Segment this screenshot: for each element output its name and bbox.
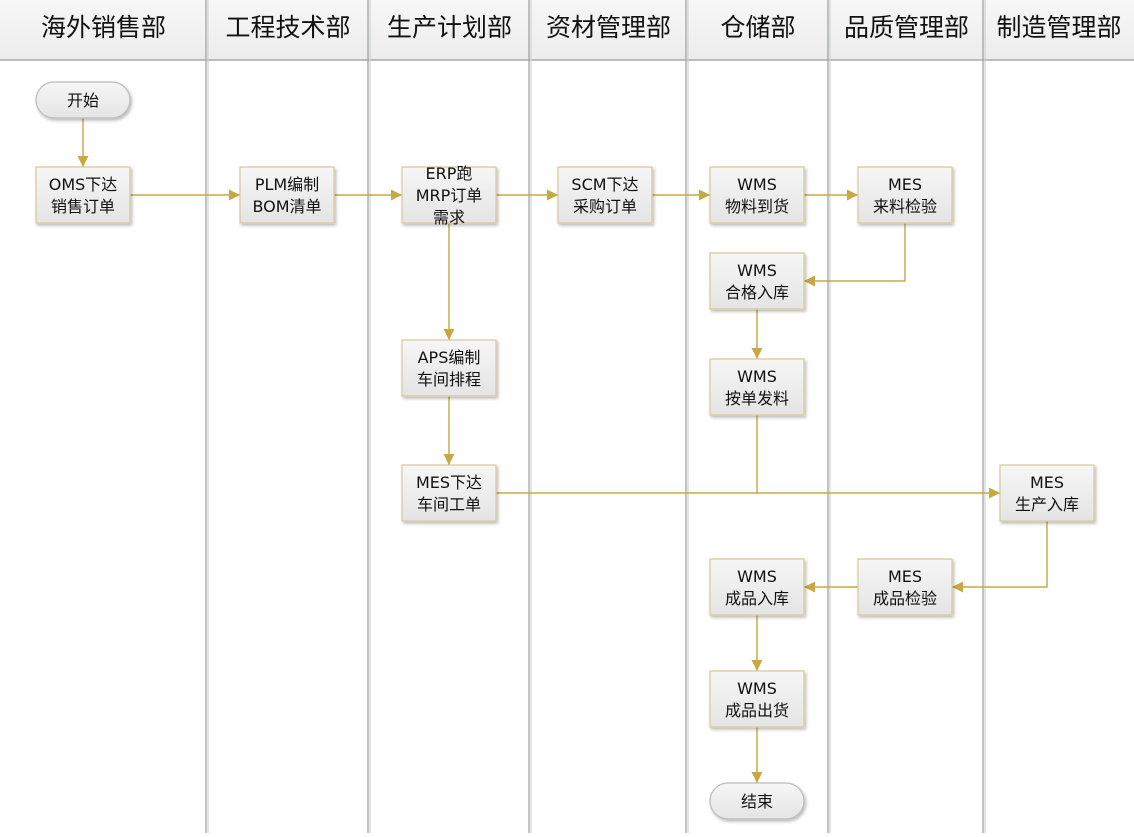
process-box-wms_fg_in xyxy=(709,558,805,616)
node-wms_issue: WMS 按单发料 xyxy=(709,358,805,416)
node-label-wms_issue-line-1: WMS xyxy=(737,367,777,386)
arrowhead-mes_fqc-to-wms_fg_in xyxy=(804,581,815,593)
connector-mes_iqc-to-wms_stockin xyxy=(804,223,906,282)
node-label-wms_issue-line-2: 按单发料 xyxy=(725,389,789,408)
node-mes_iqc: MES 来料检验 xyxy=(857,166,953,224)
arrowhead-scm-to-wms_arrive xyxy=(699,189,710,201)
arrowhead-mes_wo-to-mes_prod xyxy=(989,487,1000,499)
node-wms_ship: WMS 成品出货 xyxy=(709,670,805,728)
arrowhead-start-to-oms xyxy=(77,156,89,167)
arrowhead-erp-to-aps xyxy=(443,329,455,340)
process-box-mes_fqc xyxy=(857,558,953,616)
terminal-shape-start xyxy=(35,81,131,119)
node-label-wms_arrive-line-1: WMS xyxy=(737,175,777,194)
process-box-wms_arrive xyxy=(709,166,805,224)
lane-title-plan: 生产计划部 xyxy=(387,13,512,42)
node-mes_prod: MES 生产入库 xyxy=(999,464,1095,522)
process-box-plm xyxy=(239,166,335,224)
process-box-aps xyxy=(401,339,497,397)
lane-title-quality: 品质管理部 xyxy=(844,13,969,42)
node-label-oms-line-2: 销售订单 xyxy=(51,197,115,216)
node-wms_fg_in: WMS 成品入库 xyxy=(709,558,805,616)
node-label-wms_stockin-line-1: WMS xyxy=(737,261,777,280)
connectors-layer xyxy=(77,118,1048,783)
node-label-mes_iqc-line-2: 来料检验 xyxy=(873,197,937,216)
lane-title-material: 资材管理部 xyxy=(546,13,671,42)
process-box-erp xyxy=(401,166,497,224)
process-box-wms_issue xyxy=(709,358,805,416)
process-box-mes_iqc xyxy=(857,166,953,224)
terminal-shape-end xyxy=(709,782,805,820)
node-label-mes_iqc-line-1: MES xyxy=(888,175,922,194)
node-label-plm-line-2: BOM清单 xyxy=(252,197,321,216)
node-label-wms_stockin-line-2: 合格入库 xyxy=(725,283,789,302)
node-label-mes_fqc-line-1: MES xyxy=(888,567,922,586)
node-label-mes_wo-line-1: MES下达 xyxy=(416,473,482,492)
process-box-wms_stockin xyxy=(709,252,805,310)
node-label-mes_prod-line-1: MES xyxy=(1030,473,1064,492)
arrowhead-oms-to-plm xyxy=(229,189,240,201)
arrowhead-mes_prod-to-mes_fqc xyxy=(952,581,963,593)
node-label-mes_prod-line-2: 生产入库 xyxy=(1015,495,1079,514)
arrowhead-wms_stockin-to-wms_issue xyxy=(751,348,763,359)
node-label-wms_fg_in-line-1: WMS xyxy=(737,567,777,586)
node-wms_arrive: WMS 物料到货 xyxy=(709,166,805,224)
node-label-aps-line-2: 车间排程 xyxy=(417,370,481,389)
node-label-erp-line-1: ERP跑 xyxy=(426,164,473,183)
arrowhead-wms_arrive-to-mes_iqc xyxy=(847,189,858,201)
lane-title-warehouse: 仓储部 xyxy=(720,13,795,42)
node-label-plm-line-1: PLM编制 xyxy=(255,175,319,194)
node-wms_stockin: WMS 合格入库 xyxy=(709,252,805,310)
arrowhead-plm-to-erp xyxy=(391,189,402,201)
arrowhead-wms_fg_in-to-wms_ship xyxy=(751,660,763,671)
node-label-end-line-1: 结束 xyxy=(741,792,773,811)
process-box-wms_ship xyxy=(709,670,805,728)
arrowhead-aps-to-mes_wo xyxy=(443,454,455,465)
node-label-scm-line-1: SCM下达 xyxy=(571,175,638,194)
node-label-start-line-1: 开始 xyxy=(67,91,99,110)
arrowhead-mes_iqc-to-wms_stockin xyxy=(804,275,815,287)
node-label-erp-line-2: MRP订单 xyxy=(416,186,483,205)
node-label-oms-line-1: OMS下达 xyxy=(49,175,118,194)
node-label-wms_fg_in-line-2: 成品入库 xyxy=(725,589,789,608)
process-box-mes_prod xyxy=(999,464,1095,522)
node-label-wms_arrive-line-2: 物料到货 xyxy=(725,197,789,216)
node-label-wms_ship-line-1: WMS xyxy=(737,679,777,698)
process-box-mes_wo xyxy=(401,464,497,522)
node-start: 开始 xyxy=(35,81,131,119)
process-box-oms xyxy=(35,166,131,224)
lane-header-band xyxy=(0,0,1134,60)
arrowhead-erp-to-scm xyxy=(547,189,558,201)
node-end: 结束 xyxy=(709,782,805,820)
connector-mes_prod-to-mes_fqc xyxy=(952,521,1048,588)
arrowhead-wms_ship-to-end xyxy=(751,772,763,783)
lane-title-eng: 工程技术部 xyxy=(225,13,350,42)
lane-title-manufacturing: 制造管理部 xyxy=(996,13,1121,42)
node-plm: PLM编制 BOM清单 xyxy=(239,166,335,224)
node-label-scm-line-2: 采购订单 xyxy=(573,197,637,216)
node-label-wms_ship-line-2: 成品出货 xyxy=(725,701,789,720)
node-label-mes_fqc-line-2: 成品检验 xyxy=(873,589,937,608)
node-label-aps-line-1: APS编制 xyxy=(418,348,481,367)
process-box-scm xyxy=(557,166,653,224)
node-mes_fqc: MES 成品检验 xyxy=(857,558,953,616)
lane-title-sales: 海外销售部 xyxy=(41,13,166,42)
node-label-erp-line-3: 需求 xyxy=(433,208,465,227)
node-label-mes_wo-line-2: 车间工单 xyxy=(417,495,481,514)
